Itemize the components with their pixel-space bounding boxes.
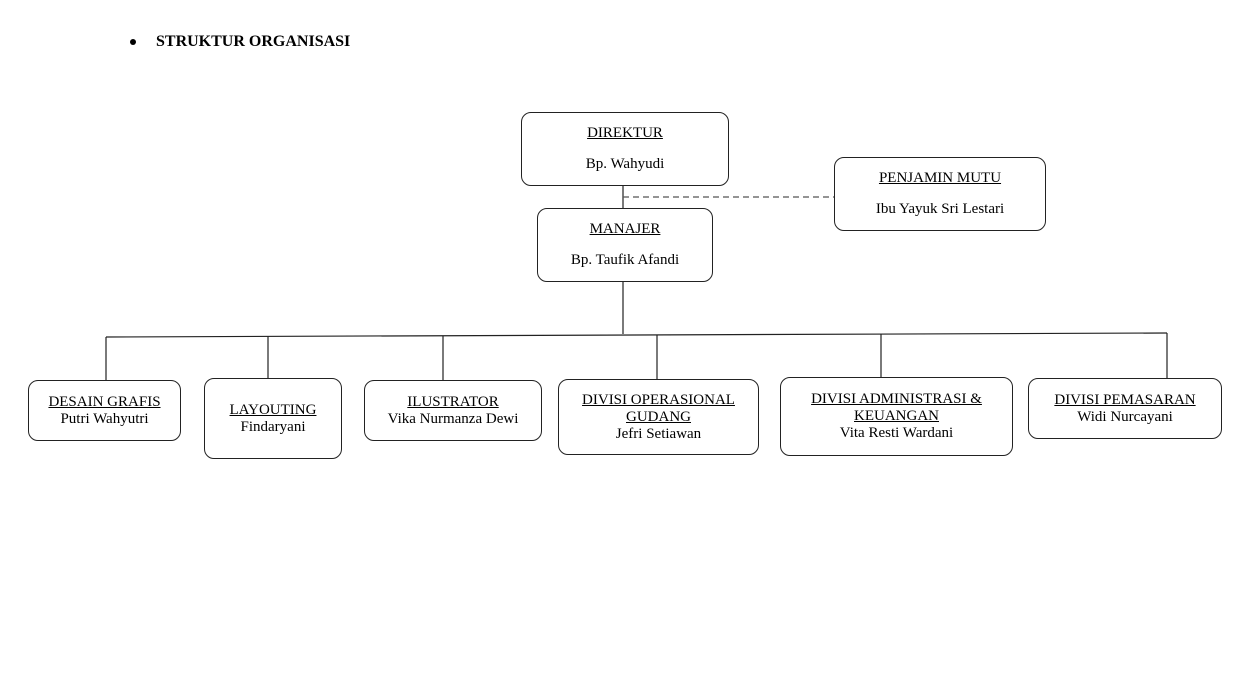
node-name: Vita Resti Wardani bbox=[839, 425, 954, 441]
node-divisi-pemasaran: DIVISI PEMASARAN Widi Nurcayani bbox=[1028, 378, 1222, 439]
node-name: Widi Nurcayani bbox=[1077, 408, 1173, 425]
node-title: ILUSTRATOR bbox=[407, 393, 499, 410]
node-title: DESAIN GRAFIS bbox=[48, 393, 161, 410]
node-divisi-administrasi: DIVISI ADMINISTRASI & KEUANGAN Vita Rest… bbox=[780, 377, 1013, 456]
node-title-line2: GUDANG bbox=[626, 408, 691, 425]
bullet-icon bbox=[130, 39, 136, 45]
node-direktur: DIREKTUR Bp. Wahyudi bbox=[521, 112, 729, 186]
node-ilustrator: ILUSTRATOR Vika Nurmanza Dewi bbox=[364, 380, 542, 441]
connector-horizontal bbox=[105, 332, 1168, 338]
node-title: LAYOUTING bbox=[229, 401, 317, 418]
node-name: Jefri Setiawan bbox=[615, 425, 702, 442]
node-manajer: MANAJER Bp. Taufik Afandi bbox=[537, 208, 713, 282]
node-name: Bp. Taufik Afandi bbox=[570, 252, 680, 268]
node-title: DIVISI PEMASARAN bbox=[1054, 391, 1196, 408]
node-name: Ibu Yayuk Sri Lestari bbox=[875, 201, 1005, 217]
node-layouting: LAYOUTING Findaryani bbox=[204, 378, 342, 459]
node-title-line1: DIVISI ADMINISTRASI & bbox=[811, 391, 982, 407]
node-penjamin-mutu: PENJAMIN MUTU Ibu Yayuk Sri Lestari bbox=[834, 157, 1046, 231]
node-name: Findaryani bbox=[240, 418, 306, 435]
section-heading: STRUKTUR ORGANISASI bbox=[130, 33, 350, 51]
node-title-line1: DIVISI OPERASIONAL bbox=[582, 391, 735, 408]
node-divisi-operasional: DIVISI OPERASIONAL GUDANG Jefri Setiawan bbox=[558, 379, 759, 455]
node-name: Bp. Wahyudi bbox=[585, 156, 665, 172]
node-title: DIREKTUR bbox=[587, 125, 663, 141]
node-title-line2: KEUANGAN bbox=[854, 408, 939, 424]
node-title: MANAJER bbox=[589, 221, 661, 237]
node-desain-grafis: DESAIN GRAFIS Putri Wahyutri bbox=[28, 380, 181, 441]
heading-text: STRUKTUR ORGANISASI bbox=[156, 33, 351, 50]
node-name: Putri Wahyutri bbox=[60, 410, 149, 427]
node-name: Vika Nurmanza Dewi bbox=[387, 410, 519, 427]
node-title: PENJAMIN MUTU bbox=[878, 170, 1002, 186]
